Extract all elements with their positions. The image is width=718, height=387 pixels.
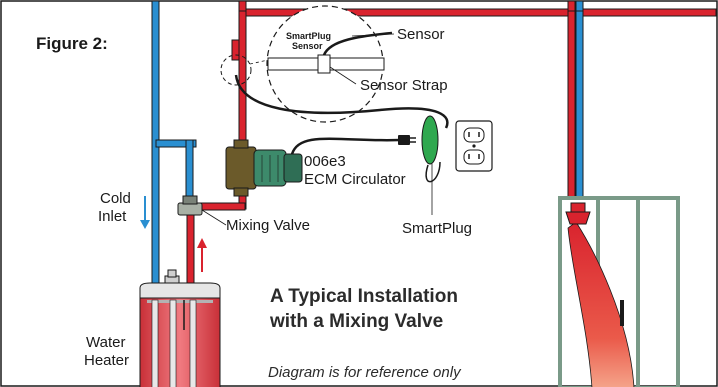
- arrow-up-icon: [197, 238, 207, 272]
- smartplug-label: SmartPlug: [402, 220, 472, 237]
- circulator-model-label: 006e3: [304, 153, 346, 170]
- power-plug: [398, 135, 410, 145]
- sensor-cable: [234, 74, 449, 129]
- mixing-valve: [177, 195, 227, 226]
- footnote: Diagram is for reference only: [268, 364, 462, 381]
- smartplug-sensor-label-2: Sensor: [292, 41, 323, 51]
- outlet-icon: [455, 120, 493, 172]
- smartplug-device: [421, 115, 441, 183]
- ecm-circulator: [225, 139, 303, 197]
- sensor-detail-callout: SmartPlug Sensor: [220, 5, 395, 123]
- water-heater-label-1: Water: [86, 334, 125, 351]
- water-heater: [139, 269, 221, 387]
- arrow-down-icon: [140, 196, 150, 229]
- title-line-2: with a Mixing Valve: [269, 311, 443, 332]
- mixing-valve-label: Mixing Valve: [226, 217, 310, 234]
- power-cord: [290, 137, 401, 155]
- shower-enclosure: [558, 196, 680, 387]
- showerhead-icon: [565, 202, 591, 225]
- cold-inlet-label-1: Cold: [100, 190, 131, 207]
- water-heater-label-2: Heater: [84, 352, 129, 369]
- smartplug-sensor-label-1: SmartPlug: [286, 31, 331, 41]
- figure-label: Figure 2:: [36, 34, 108, 53]
- cold-inlet-label-2: Inlet: [98, 208, 127, 225]
- sensor-strap-label: Sensor Strap: [360, 77, 448, 94]
- title-line-1: A Typical Installation: [270, 286, 458, 307]
- circulator-type-label: ECM Circulator: [304, 171, 406, 188]
- sensor-label: Sensor: [397, 26, 445, 43]
